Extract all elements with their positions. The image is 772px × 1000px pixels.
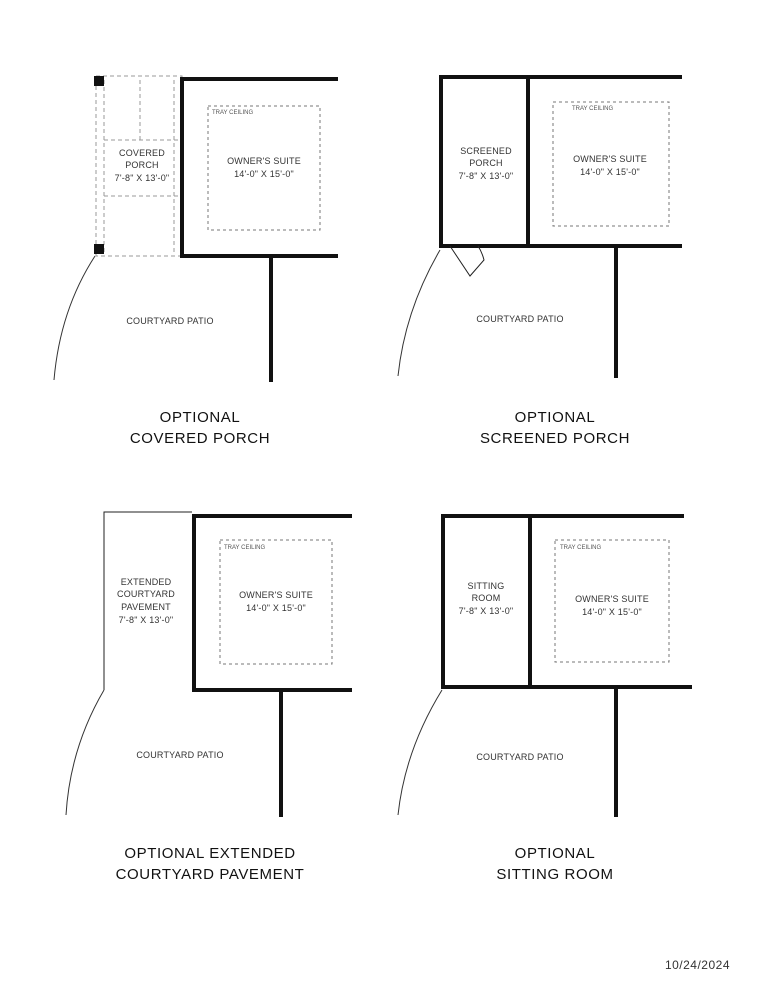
owners-suite-walls [192,514,352,692]
tray-ceiling-label: TRAY CEILING [572,106,613,112]
caption-line1: OPTIONAL [515,409,596,426]
tray-ceiling-label: TRAY CEILING [224,545,265,551]
caption-line2: COURTYARD PAVEMENT [116,866,305,883]
tray-ceiling-label: TRAY CEILING [212,110,253,116]
courtyard-patio-label: COURTYARD PATIO [476,314,563,324]
caption-line1: OPTIONAL EXTENDED [124,845,295,862]
suite-dims: 14'-0" X 15'-0" [234,169,294,179]
tray-ceiling-outline [207,105,321,231]
courtyard-patio-label: COURTYARD PATIO [136,750,223,760]
room-label: SITTING [468,581,505,591]
courtyard-patio-label: COURTYARD PATIO [126,316,213,326]
sitting-room-walls [441,514,692,689]
suite-name: OWNER'S SUITE [239,590,313,600]
porch-dims: 7'-8" X 13'-0" [459,171,514,181]
porch-label: EXTENDED [121,577,172,587]
porch-column [94,244,104,254]
suite-name: OWNER'S SUITE [575,594,649,604]
caption-line1: OPTIONAL [515,845,596,862]
tray-ceiling-outline [219,539,333,665]
suite-dims: 14'-0" X 15'-0" [580,167,640,177]
suite-dims: 14'-0" X 15'-0" [582,607,642,617]
room-dims: 7'-8" X 13'-0" [459,606,514,616]
courtyard-curve [397,249,441,377]
caption-line1: OPTIONAL [160,409,241,426]
porch-label: PORCH [125,160,159,170]
porch-label: PAVEMENT [121,602,171,612]
plan-screened-porch: TRAY CEILING SCREENED PORCH 7'-8" X 13'-… [397,75,682,447]
screen-door [449,245,485,277]
courtyard-patio-label: COURTYARD PATIO [476,752,563,762]
extended-pavement-outline [103,511,192,690]
suite-dims: 14'-0" X 15'-0" [246,603,306,613]
suite-name: OWNER'S SUITE [227,156,301,166]
porch-label: SCREENED [460,146,512,156]
caption-line2: SITTING ROOM [496,866,613,883]
document-date: 10/24/2024 [664,958,730,972]
caption-line2: COVERED PORCH [130,430,270,447]
porch-label: COVERED [119,148,165,158]
tray-ceiling-outline [554,539,670,663]
owners-suite-walls [180,77,338,258]
tray-ceiling-outline [552,101,670,227]
caption-line2: SCREENED PORCH [480,430,630,447]
porch-dims: 7'-8" X 13'-0" [115,173,170,183]
porch-label: PORCH [469,158,503,168]
tray-ceiling-label: TRAY CEILING [560,545,601,551]
porch-dims: 7'-8" X 13'-0" [119,615,174,625]
plan-extended-pavement: TRAY CEILING EXTENDED COURTYARD PAVEMENT… [65,511,352,883]
courtyard-curve [53,255,96,381]
suite-name: OWNER'S SUITE [573,154,647,164]
porch-column [94,76,104,86]
screened-porch-walls [439,75,682,248]
plan-covered-porch: TRAY CEILING COVERED PORCH 7'-8" X 13'-0… [53,75,338,447]
courtyard-curve [397,689,443,816]
courtyard-curve [65,689,105,816]
room-label: ROOM [472,593,501,603]
plan-sitting-room: TRAY CEILING SITTING ROOM 7'-8" X 13'-0"… [397,514,692,883]
porch-label: COURTYARD [117,589,175,599]
